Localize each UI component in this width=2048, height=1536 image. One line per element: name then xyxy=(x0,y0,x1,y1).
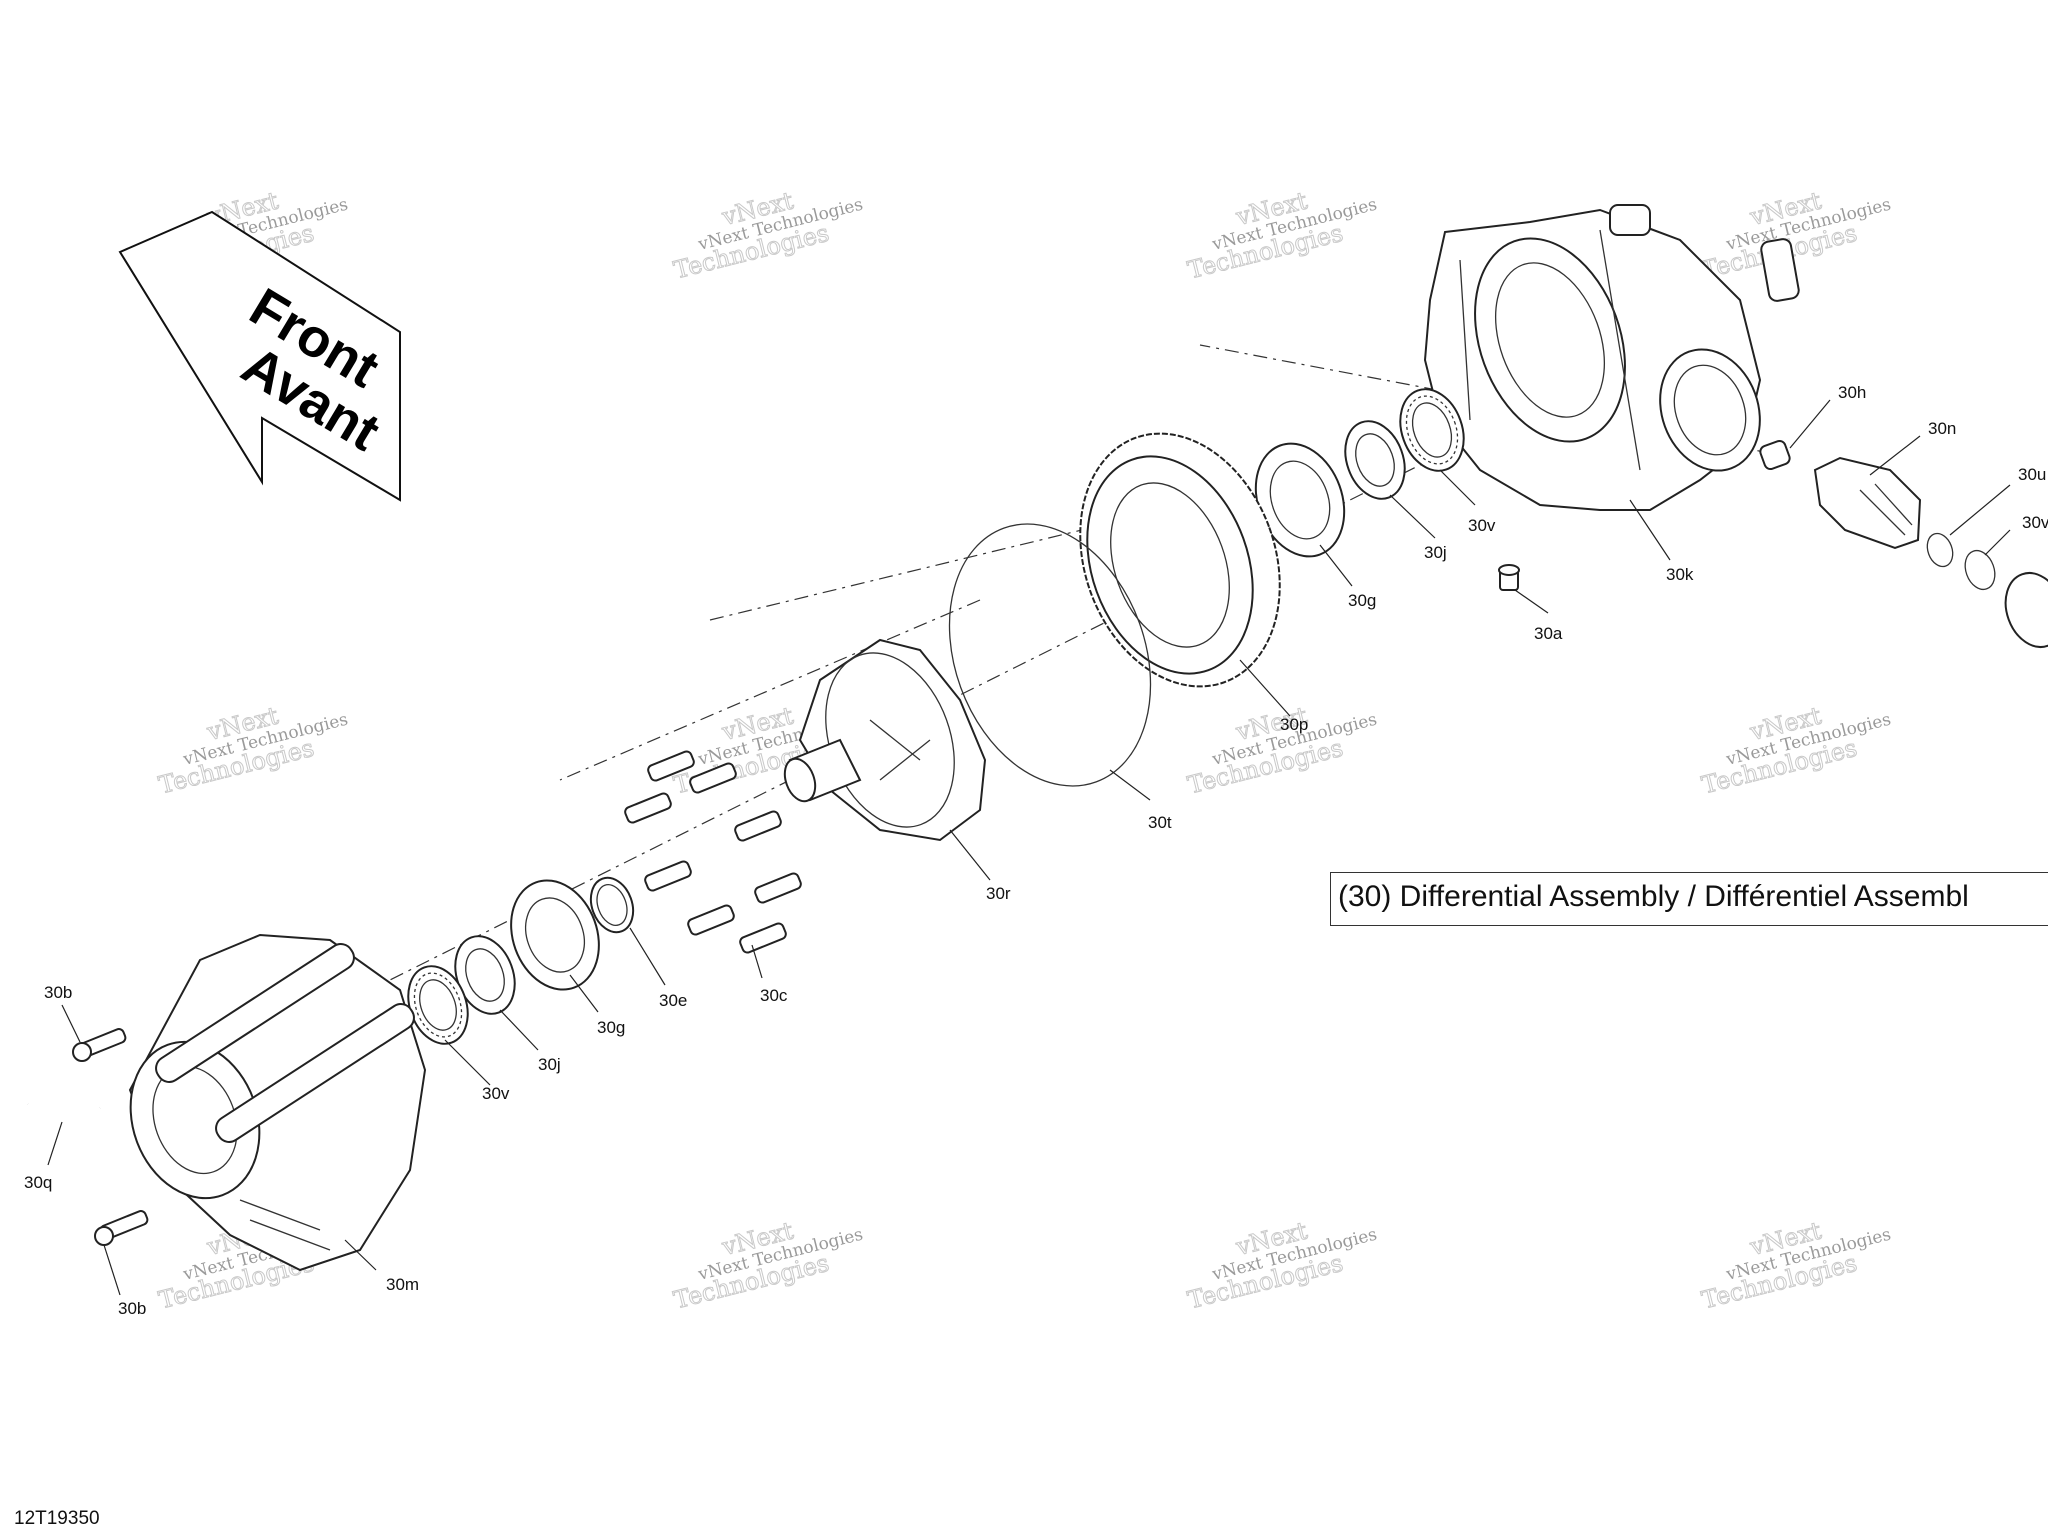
callout-30j-top: 30j xyxy=(1424,543,1447,562)
watermark: vNext vNext Technologies Technologies xyxy=(1698,1216,1893,1315)
drawing-number: 12T19350 xyxy=(14,1508,100,1529)
assembly-title-box xyxy=(1330,872,2048,926)
watermark: vNext vNext Technologies Technologies xyxy=(670,186,865,285)
callout-30g-bottom: 30g xyxy=(597,1018,625,1037)
bolts-30c xyxy=(624,750,802,954)
callout-30v-right: 30v xyxy=(2022,513,2048,532)
leader-lines xyxy=(47,399,2011,1296)
callout-30b-top: 30b xyxy=(44,983,72,1002)
callout-30n: 30n xyxy=(1928,419,1956,438)
watermark: vNext vNext Technologies Technologies xyxy=(1184,701,1379,800)
front-direction-arrow: Front Avant xyxy=(118,210,401,502)
o-ring-30t xyxy=(948,523,1152,787)
drain-plug-30a xyxy=(1498,564,1520,591)
callout-30c: 30c xyxy=(760,986,788,1005)
callout-30b-bottom: 30b xyxy=(118,1299,146,1318)
callout-30g-top: 30g xyxy=(1348,591,1376,610)
watermark: vNext vNext Technologies Technologies xyxy=(670,1216,865,1315)
shaft-30n xyxy=(1813,456,1922,550)
seal-30v-top xyxy=(1399,388,1465,472)
bearing-30g-bottom xyxy=(510,879,600,991)
callout-30u: 30u xyxy=(2018,465,2046,484)
callout-30a: 30a xyxy=(1534,624,1563,643)
ring-30v-right xyxy=(1964,549,1996,591)
watermark: vNext vNext Technologies Technologies xyxy=(1184,1216,1379,1315)
needle-bearing-30h xyxy=(1759,439,1791,471)
callout-30v-top: 30v xyxy=(1468,516,1496,535)
callout-30j-bottom: 30j xyxy=(538,1055,561,1074)
circlip-30u xyxy=(1926,532,1954,568)
bearing-30g-top xyxy=(1254,442,1346,558)
callout-30q: 30q xyxy=(24,1173,52,1192)
vent-fitting-30q xyxy=(27,1102,101,1127)
callout-30k: 30k xyxy=(1666,565,1694,584)
callout-30e: 30e xyxy=(659,991,687,1010)
differential-case-30r xyxy=(783,638,987,842)
callout-30v-bottom: 30v xyxy=(482,1084,510,1103)
ring-gear-30p xyxy=(1079,432,1281,688)
callouts: 30h 30n 30u 30v 30v 30j 30k 30g 30a 30p … xyxy=(24,383,2048,1318)
callout-30h: 30h xyxy=(1838,383,1866,402)
watermark: vNext vNext Technologies Technologies xyxy=(155,701,350,800)
shim-30e xyxy=(589,876,635,934)
cover-30m xyxy=(128,933,427,1272)
watermark: vNext vNext Technologies Technologies xyxy=(1184,186,1379,285)
bolt-30b-bottom xyxy=(94,1210,149,1246)
callout-30r: 30r xyxy=(986,884,1011,903)
assembly-title: (30) Differential Assembly / Différentie… xyxy=(1338,880,1969,913)
bolt-30b-top xyxy=(72,1028,127,1062)
seal-right-edge xyxy=(2004,572,2048,648)
bearing-30j-top xyxy=(1344,420,1406,500)
callout-30p: 30p xyxy=(1280,715,1308,734)
callout-30m: 30m xyxy=(386,1275,419,1294)
watermark: vNext vNext Technologies Technologies xyxy=(1698,701,1893,800)
callout-30t: 30t xyxy=(1148,813,1172,832)
